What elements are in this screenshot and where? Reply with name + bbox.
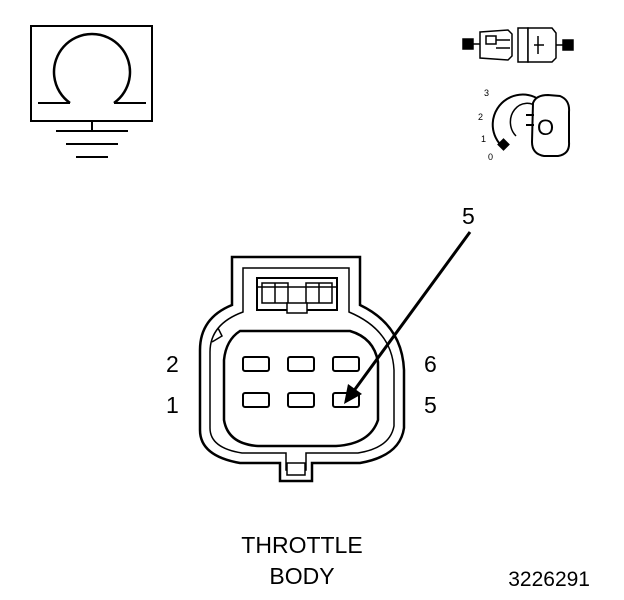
callout-arrow (344, 231, 472, 404)
caption-line-1: THROTTLE (241, 532, 362, 558)
key-position-1: 1 (481, 134, 486, 144)
terminal-1 (242, 392, 270, 408)
pin-label-right-bottom: 5 (424, 392, 437, 418)
key-position-0: 0 (488, 152, 493, 162)
figure-id: 3226291 (508, 568, 590, 591)
key-position-2: 2 (478, 112, 483, 122)
terminal-4 (287, 356, 315, 372)
pin-label-left-bottom: 1 (166, 392, 179, 418)
caption-line-2: BODY (269, 563, 334, 589)
callout-label: 5 (462, 203, 475, 229)
terminal-3 (287, 392, 315, 408)
connector-disconnected-icon (462, 27, 574, 63)
key-position-3: 3 (484, 88, 489, 98)
pin-label-left-top: 2 (166, 351, 179, 377)
key-position-letter: O (537, 115, 554, 140)
terminal-6 (332, 356, 360, 372)
terminal-2 (242, 356, 270, 372)
ignition-key-off-icon: 3 2 1 0 O (478, 88, 571, 162)
ohmmeter-ground-icon (30, 25, 153, 158)
pin-label-right-top: 6 (424, 351, 437, 377)
